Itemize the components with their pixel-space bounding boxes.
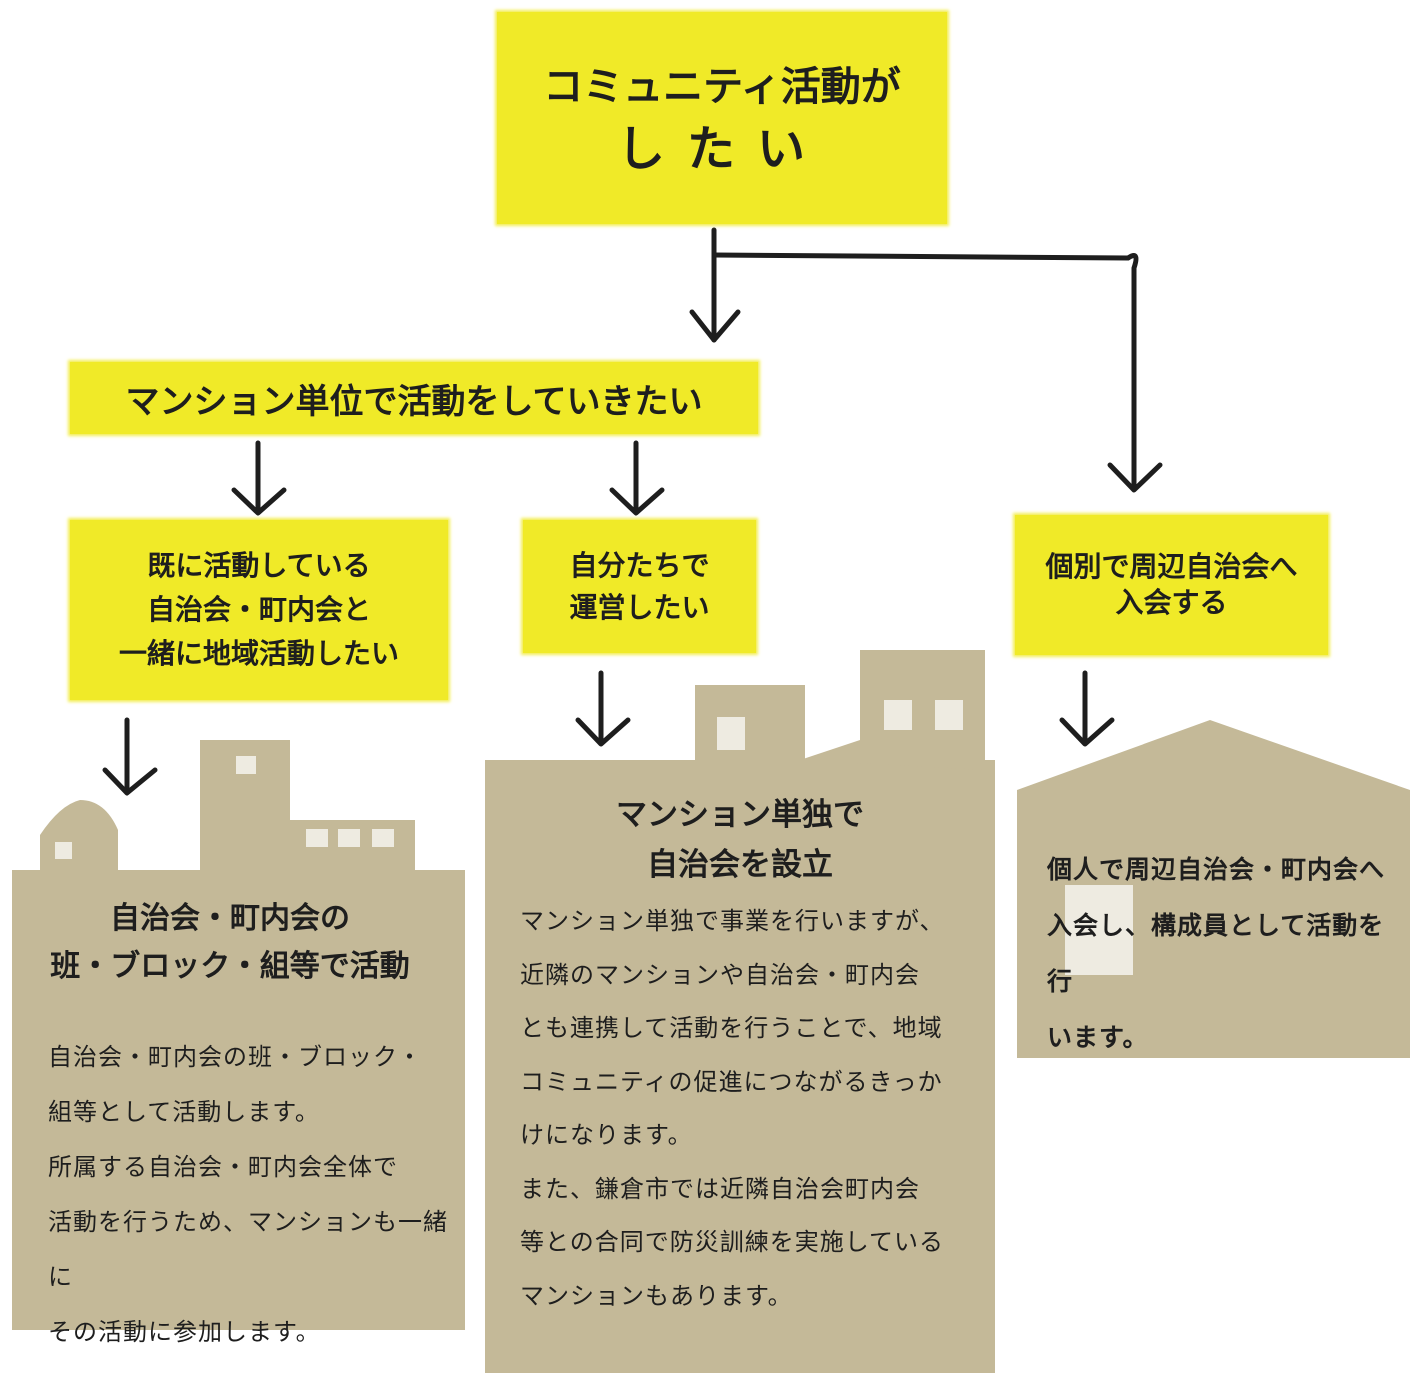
arrow-mid-to-option2: [609, 440, 665, 516]
option-box-existing: 既に活動している 自治会・町内会と 一緒に地域活動したい: [70, 520, 448, 700]
center-building: [485, 650, 995, 1373]
top-box-line1: コミュニティ活動が: [543, 64, 901, 110]
option-box-individual: 個別で周辺自治会へ 入会する: [1015, 515, 1328, 655]
left-building: [12, 740, 465, 1330]
option-label: 自分たちで 運営したい: [569, 548, 710, 624]
branch-to-right: [711, 252, 1163, 493]
option-box-self: 自分たちで 運営したい: [523, 520, 756, 653]
result-title-group-activity: 自治会・町内会の 班・ブロック・組等で活動: [50, 901, 410, 984]
mid-box: マンション単位で活動をしていきたい: [70, 362, 758, 434]
left-building-windows: [55, 756, 394, 859]
top-box-line2: したい: [616, 121, 827, 177]
mid-box-label: マンション単位で活動をしていきたい: [125, 381, 703, 422]
arrow-option2-to-result2: [575, 670, 631, 747]
result-title-independent: マンション単独で 自治会を設立: [616, 797, 864, 883]
arrow-option1-to-result1: [102, 717, 158, 796]
arrow-mid-to-option1: [231, 440, 287, 516]
arrow-option3-to-result3: [1059, 670, 1115, 747]
result-body-independent: マンション単独で事業を行いますが、 近隣のマンションや自治会・町内会 とも連携し…: [520, 907, 945, 1310]
option-label: 個別で周辺自治会へ 入会する: [1045, 550, 1298, 619]
right-house: [1017, 720, 1410, 1058]
option-label: 既に活動している 自治会・町内会と 一緒に地域活動したい: [118, 549, 399, 670]
result-body-group-activity: 自治会・町内会の班・ブロック・ 組等として活動します。 所属する自治会・町内会全…: [48, 1043, 448, 1346]
top-box: コミュニティ活動が したい: [497, 12, 947, 224]
result-body-individual: 個人で周辺自治会・町内会へ 入会し、構成員として活動を行 います。: [1047, 855, 1386, 1052]
center-building-windows: [717, 700, 963, 750]
arrow-top-to-mid: [689, 227, 741, 343]
